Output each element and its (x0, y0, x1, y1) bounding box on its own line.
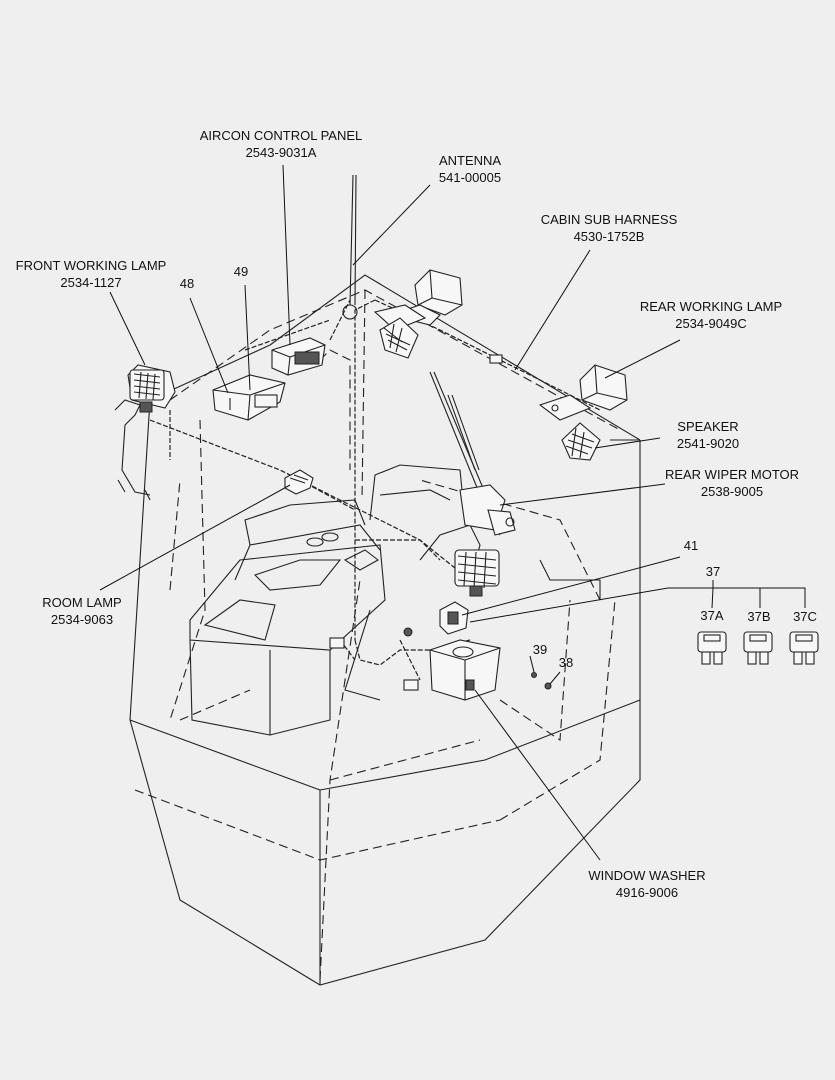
room-lamp (284, 469, 314, 495)
rear-working-lamp-upper (373, 269, 463, 331)
label-front-working-lamp: FRONT WORKING LAMP 2534-1127 (16, 258, 167, 290)
speaker-name: SPEAKER (677, 419, 738, 434)
fuse-37a (697, 631, 727, 665)
fuse-37c (789, 631, 819, 665)
callout-41: 41 (684, 538, 698, 553)
leader-lines (99, 164, 806, 861)
callout-38: 38 (559, 655, 573, 670)
aircon-part: 2543-9031A (246, 145, 317, 160)
cabin-harness-part: 4530-1752B (574, 229, 645, 244)
cabin-sub-harness-wiring (149, 299, 601, 681)
interior-working-lamp (454, 549, 500, 597)
aircon-name: AIRCON CONTROL PANEL (200, 128, 363, 143)
speaker-part: 2541-9020 (677, 436, 739, 451)
cabin-harness-name: CABIN SUB HARNESS (541, 212, 678, 227)
wiper-motor-part: 2538-9005 (701, 484, 763, 499)
rear-working-lamp-lower (538, 364, 628, 421)
label-speaker: SPEAKER 2541-9020 (677, 419, 739, 451)
fuse-37b (743, 631, 773, 665)
window-washer-part: 4916-9006 (616, 885, 678, 900)
label-rear-wiper-motor: REAR WIPER MOTOR 2538-9005 (665, 467, 799, 499)
label-rear-working-lamp: REAR WORKING LAMP 2534-9049C (640, 299, 782, 331)
front-working-lamp (114, 364, 176, 501)
radio-unit-48 (212, 374, 286, 421)
front-lamp-name: FRONT WORKING LAMP (16, 258, 167, 273)
operator-seat (189, 464, 601, 736)
window-washer-name: WINDOW WASHER (588, 868, 705, 883)
speaker-rear (379, 317, 419, 359)
label-cabin-sub-harness: CABIN SUB HARNESS 4530-1752B (541, 212, 678, 244)
antenna-name: ANTENNA (439, 153, 501, 168)
callout-48: 48 (180, 276, 194, 291)
rear-lamp-part: 2534-9049C (675, 316, 747, 331)
callout-39: 39 (533, 642, 547, 657)
window-washer (429, 639, 501, 701)
room-lamp-part: 2534-9063 (51, 612, 113, 627)
callout-49: 49 (234, 264, 248, 279)
relay-41 (439, 601, 469, 635)
front-lamp-part: 2534-1127 (60, 275, 121, 290)
callout-37a: 37A (700, 608, 723, 623)
rear-wiper-motor (429, 371, 516, 536)
callout-37: 37 (706, 564, 720, 579)
antenna (342, 174, 358, 320)
cabin-frame (129, 274, 641, 986)
harness-connectors (329, 354, 552, 691)
label-window-washer: WINDOW WASHER 4916-9006 (588, 868, 705, 900)
wiper-motor-name: REAR WIPER MOTOR (665, 467, 799, 482)
antenna-part: 541-00005 (439, 170, 501, 185)
label-aircon-control-panel: AIRCON CONTROL PANEL 2543-9031A (200, 128, 363, 160)
rear-lamp-name: REAR WORKING LAMP (640, 299, 782, 314)
room-lamp-name: ROOM LAMP (42, 595, 121, 610)
label-antenna: ANTENNA 541-00005 (439, 153, 501, 185)
label-room-lamp: ROOM LAMP 2534-9063 (42, 595, 121, 627)
speaker (561, 422, 601, 461)
aircon-control-panel (271, 337, 326, 376)
callout-37b: 37B (747, 609, 770, 624)
callout-37c: 37C (793, 609, 817, 624)
